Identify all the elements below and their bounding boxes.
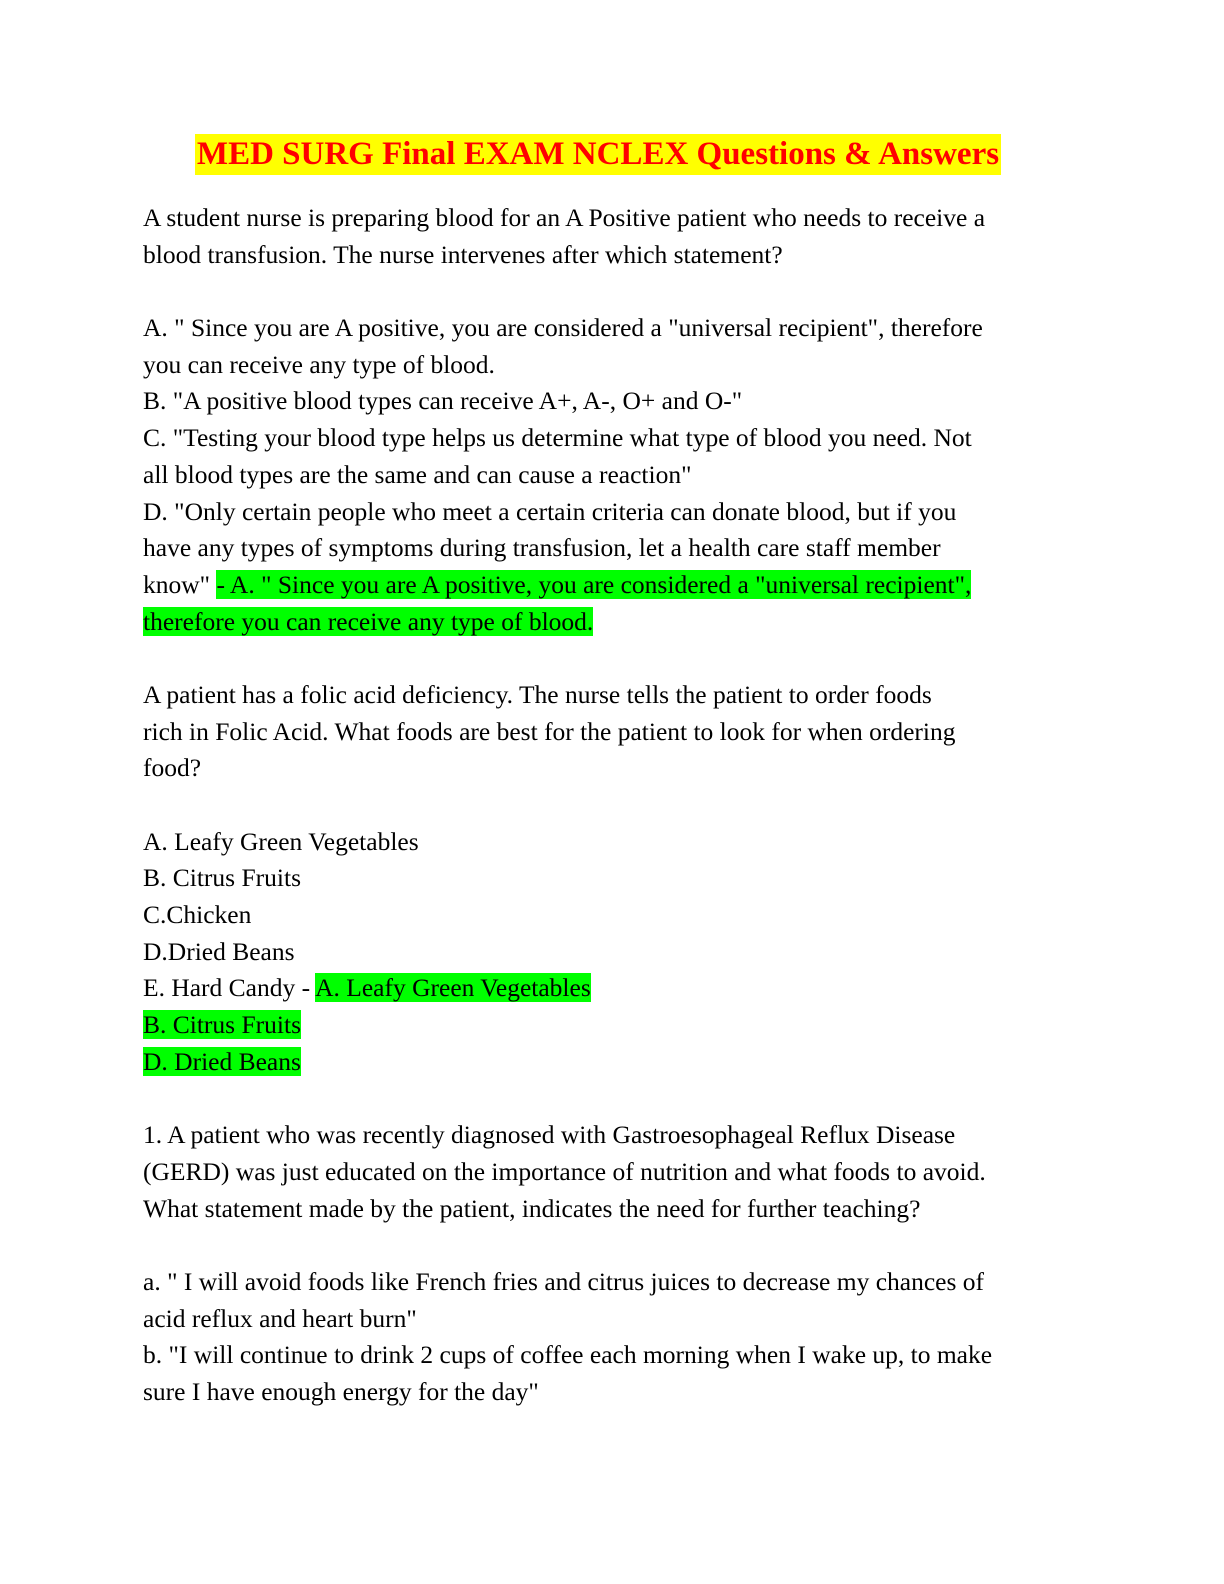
option-answer-line: E. Hard Candy - A. Leafy Green Vegetable… bbox=[143, 970, 1083, 1007]
option-answer-line: know" - A. " Since you are A positive, y… bbox=[143, 567, 1083, 604]
option-line: B. "A positive blood types can receive A… bbox=[143, 386, 743, 416]
question-stem-line: blood transfusion. The nurse intervenes … bbox=[143, 239, 783, 269]
answer-highlight: - A. " Since you are A positive, you are… bbox=[216, 569, 972, 599]
question-stem-line: 1. A patient who was recently diagnosed … bbox=[143, 1120, 956, 1150]
option-line: B. Citrus Fruits bbox=[143, 863, 301, 893]
option-line: D.Dried Beans bbox=[143, 936, 295, 966]
option-line: all blood types are the same and can cau… bbox=[143, 459, 692, 489]
option-line: sure I have enough energy for the day" bbox=[143, 1377, 539, 1406]
option-tail: E. Hard Candy - bbox=[143, 973, 316, 1003]
blank-line bbox=[143, 1227, 1083, 1264]
question-2: A patient has a folic acid deficiency. T… bbox=[143, 677, 1083, 1117]
option-line: acid reflux and heart burn" bbox=[143, 1303, 417, 1333]
question-stem-line: (GERD) was just educated on the importan… bbox=[143, 1156, 986, 1186]
option-line: C.Chicken bbox=[143, 900, 252, 930]
option-line: C. "Testing your blood type helps us det… bbox=[143, 423, 972, 453]
option-line: b. "I will continue to drink 2 cups of c… bbox=[143, 1340, 993, 1370]
question-stem-line: A student nurse is preparing blood for a… bbox=[143, 203, 986, 232]
blank-line bbox=[143, 787, 1083, 824]
option-line: D. "Only certain people who meet a certa… bbox=[143, 496, 957, 526]
question-stem-line: What statement made by the patient, indi… bbox=[143, 1193, 921, 1223]
answer-highlight: B. Citrus Fruits bbox=[143, 1010, 301, 1040]
question-stem-line: rich in Folic Acid. What foods are best … bbox=[143, 716, 956, 746]
document-body: A student nurse is preparing blood for a… bbox=[143, 200, 1083, 1411]
option-line: a. " I will avoid foods like French frie… bbox=[143, 1266, 985, 1296]
answer-line: D. Dried Beans bbox=[143, 1044, 1083, 1081]
question-stem-line: A patient has a folic acid deficiency. T… bbox=[143, 679, 932, 709]
answer-highlight: A. Leafy Green Vegetables bbox=[315, 973, 591, 1003]
option-tail: know" bbox=[143, 569, 217, 599]
blank-line bbox=[143, 1081, 1083, 1118]
blank-line bbox=[143, 640, 1083, 677]
option-line: A. Leafy Green Vegetables bbox=[143, 826, 419, 856]
option-line: A. " Since you are A positive, you are c… bbox=[143, 313, 983, 343]
option-line: you can receive any type of blood. bbox=[143, 349, 495, 379]
answer-highlight: D. Dried Beans bbox=[143, 1046, 301, 1076]
answer-line: B. Citrus Fruits bbox=[143, 1007, 1083, 1044]
question-stem-line: food? bbox=[143, 753, 202, 783]
answer-highlight: therefore you can receive any type of bl… bbox=[143, 606, 594, 636]
page-title: MED SURG Final EXAM NCLEX Questions & An… bbox=[194, 134, 1002, 175]
option-line: have any types of symptoms during transf… bbox=[143, 533, 941, 563]
answer-line: therefore you can receive any type of bl… bbox=[143, 604, 1083, 641]
title-container: MED SURG Final EXAM NCLEX Questions & An… bbox=[143, 134, 1083, 175]
question-1: A student nurse is preparing blood for a… bbox=[143, 200, 1083, 677]
blank-line bbox=[143, 273, 1083, 310]
question-3: 1. A patient who was recently diagnosed … bbox=[143, 1117, 1083, 1411]
